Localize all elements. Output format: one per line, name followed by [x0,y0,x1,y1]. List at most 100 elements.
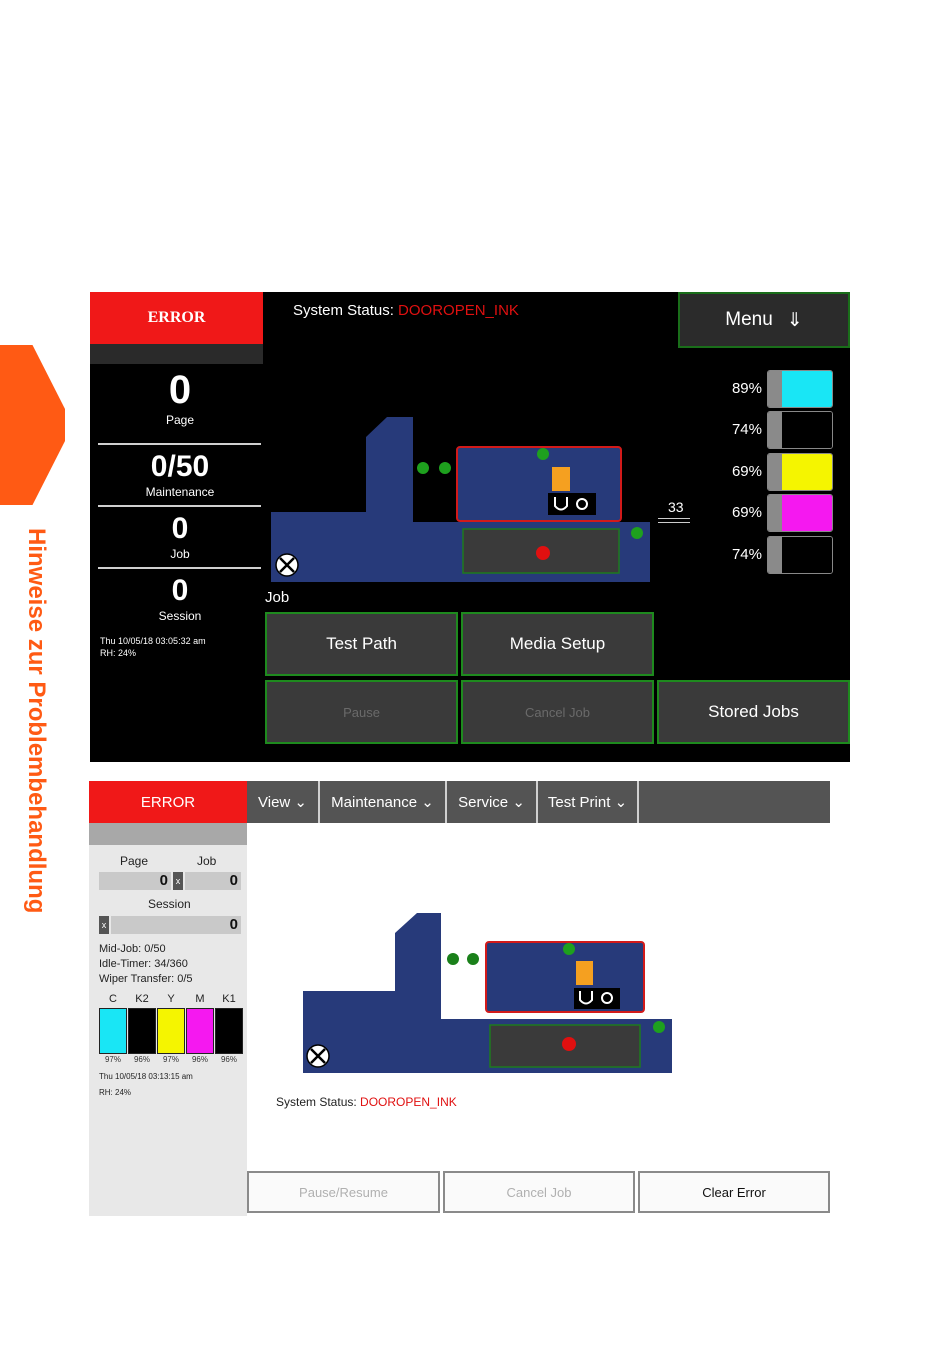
ink-swatch [99,1008,127,1054]
cancel-job-button[interactable]: Cancel Job [443,1171,635,1213]
job-counter: 0 Job [100,514,260,562]
cross-icon [279,557,295,573]
pause-resume-button[interactable]: Pause/Resume [247,1171,440,1213]
stored-jobs-button[interactable]: Stored Jobs [657,680,850,744]
service-menu-label: Service [458,793,509,811]
ink-bar [767,370,833,408]
menu-bar: View ⌄ Maintenance ⌄ Service ⌄ Test Prin… [247,781,830,823]
tray-line [658,522,690,523]
job-counter-label: Job [170,547,190,561]
error-subbar [90,344,263,364]
ink-percent: 97% [104,1055,121,1064]
pause-button[interactable]: Pause [265,680,458,744]
magnet-icon [579,991,593,1005]
page-counter: 0 Page [100,370,260,427]
session-counter-value: 0 [111,916,241,934]
red-indicator-icon [536,546,550,560]
reset-session-button[interactable]: x [99,916,109,934]
ink-bar-stub [768,412,782,448]
reset-job-button[interactable]: x [173,872,183,890]
idle-timer-text: Idle-Timer: 34/360 [99,958,188,970]
ink-swatch [186,1008,214,1054]
green-indicator-icon [631,527,643,539]
test-print-menu[interactable]: Test Print ⌄ [538,781,639,823]
ring-icon [576,498,588,510]
page-label: Page [120,854,149,868]
green-indicator-icon [537,448,549,460]
ink-percent: 97% [162,1055,179,1064]
ink-bar-stub [768,454,782,490]
error-indicator: ERROR [90,292,263,344]
system-status-value: DOOROPEN_INK [360,1095,457,1109]
machine-diagram [303,913,672,1073]
green-indicator-icon [467,953,479,965]
chevron-down-icon: ⌄ [421,794,434,811]
system-status-value: DOOROPEN_INK [398,302,519,319]
job-section-label: Job [265,589,290,606]
job-label: Job [197,854,217,868]
green-indicator-icon [417,462,429,474]
ink-percent: 69% [731,504,762,521]
test-path-button[interactable]: Test Path [265,612,458,676]
menu-button[interactable]: Menu ⇓ [678,292,850,348]
session-counter: 0 Session [100,574,260,624]
chevron-down-icon: ⌄ [614,794,628,811]
ink-bar-fill [782,412,832,448]
ink-percent: 74% [731,546,762,563]
ink-label: M [195,993,205,1005]
page-counter-value: 0 [99,872,171,890]
ink-percent: 96% [133,1055,150,1064]
ink-bar [767,453,833,491]
ink-level-4: 69% [710,494,840,534]
media-setup-button[interactable]: Media Setup [461,612,654,676]
humidity-text: RH: 24% [100,648,137,658]
ink-bar [767,536,833,574]
humidity-text: RH: 24% [99,1088,132,1097]
web-printer-screen: ERROR View ⌄ Maintenance ⌄ Service ⌄ Tes… [89,781,830,1216]
cancel-job-button[interactable]: Cancel Job [461,680,654,744]
ink-level-1: 89% [710,370,840,410]
datetime-text: Thu 10/05/18 03:13:15 am [99,1072,193,1081]
page-counter-label: Page [165,413,195,427]
session-counter-label: Session [158,609,202,623]
ink-label: C [109,993,117,1005]
session-counter-value: 0 [171,574,189,607]
job-counter-value: 0 [185,872,241,890]
view-menu[interactable]: View ⌄ [247,781,320,823]
ink-level-3: 69% [710,453,840,493]
ink-cartridge-icon [552,467,570,491]
system-status-label: System Status: [276,1095,357,1109]
ring-icon [601,992,613,1004]
chapter-title: Hinweise zur Problembehandlung [23,528,50,914]
ink-swatch [128,1008,156,1054]
page-counter-value: 0 [168,368,192,412]
maintenance-counter-value: 0/50 [150,450,210,483]
chapter-tab [0,345,65,505]
divider [98,505,261,507]
cross-icon [310,1048,326,1064]
maintenance-counter-label: Maintenance [145,485,215,499]
ink-cartridge-icon [576,961,593,985]
maintenance-menu[interactable]: Maintenance ⌄ [320,781,447,823]
ink-label: K2 [135,993,149,1005]
ink-bar-stub [768,371,782,407]
service-menu[interactable]: Service ⌄ [447,781,538,823]
tray-count: 33 [668,499,684,515]
ink-level-5: 74% [710,536,840,576]
maintenance-menu-label: Maintenance [331,793,418,811]
session-label: Session [148,897,191,911]
dark-printer-screen: ERROR System Status: DOOROPEN_INK Menu ⇓… [90,292,850,762]
ink-percent: 96% [220,1055,237,1064]
wiper-transfer-text: Wiper Transfer: 0/5 [99,973,193,985]
error-indicator: ERROR [89,781,247,823]
clear-error-button[interactable]: Clear Error [638,1171,830,1213]
ink-bar [767,494,833,532]
green-indicator-icon [439,462,451,474]
ink-swatch [157,1008,185,1054]
system-status: System Status: DOOROPEN_INK [293,302,519,319]
chevron-down-icon: ⌄ [294,794,307,811]
datetime-text: Thu 10/05/18 03:05:32 am [100,636,206,646]
test-print-menu-label: Test Print [547,793,611,811]
maintenance-counter: 0/50 Maintenance [100,450,260,500]
ink-bar-fill [782,537,832,573]
